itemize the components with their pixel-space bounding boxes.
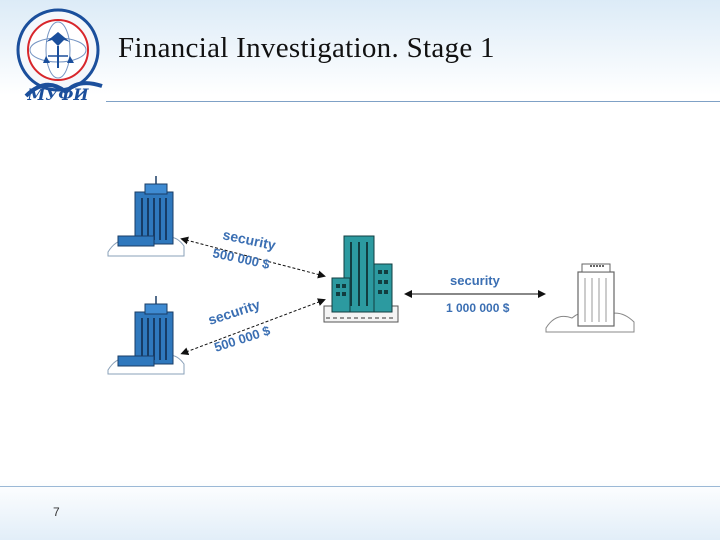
flow-arrow-bottom bbox=[180, 298, 326, 356]
bottom-flow-amount: 500 000 $ bbox=[212, 322, 272, 354]
source-building-bottom-icon bbox=[107, 296, 185, 375]
right-flow-amount: 1 000 000 $ bbox=[446, 301, 510, 315]
flow-arrow-top bbox=[180, 236, 326, 279]
right-flow-label: security bbox=[450, 273, 501, 288]
page-number: 7 bbox=[53, 505, 60, 519]
institute-logo: МУФИ bbox=[16, 8, 103, 104]
bottom-flow-label: security bbox=[206, 296, 262, 328]
footer-divider bbox=[0, 486, 720, 487]
destination-building-icon bbox=[545, 263, 635, 333]
slide-title: Financial Investigation. Stage 1 bbox=[118, 32, 495, 64]
title-divider bbox=[106, 101, 720, 102]
svg-text:МУФИ: МУФИ bbox=[27, 85, 90, 104]
intermediary-building-icon bbox=[323, 235, 399, 323]
source-building-top-icon bbox=[107, 176, 185, 257]
